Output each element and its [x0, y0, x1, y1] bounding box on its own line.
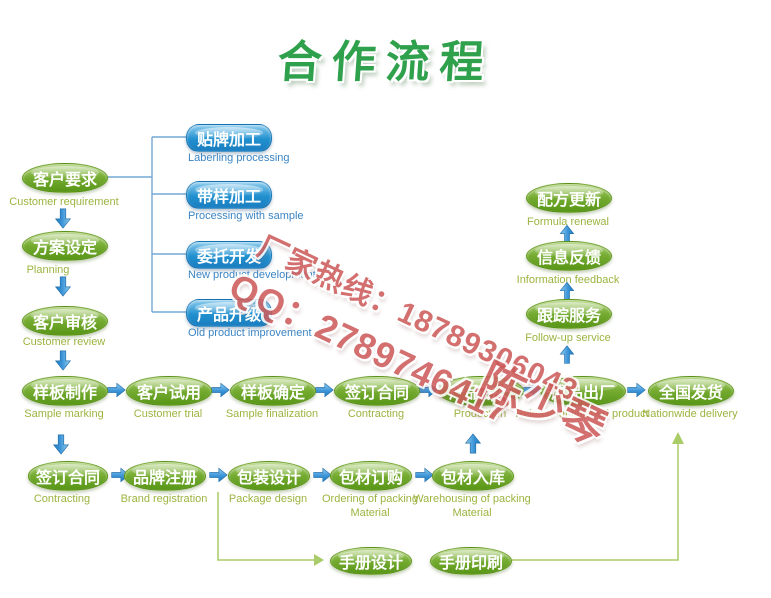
label-customer-review: Customer review — [22, 336, 106, 348]
node-customer-requirement: 客户要求 — [22, 163, 108, 193]
label-finished-product-release: Release of finished product — [515, 408, 649, 420]
arrow-right-icon — [627, 382, 646, 398]
label-customer-requirement: Customer requirement — [9, 196, 119, 208]
node-information-feedback: 信息反馈 — [526, 241, 612, 271]
label-formula-renewal: Formula renewal — [527, 216, 609, 228]
label-sample-finalization: Sample finalization — [225, 408, 319, 420]
label-sample-making: Sample marking — [24, 408, 104, 420]
node-text: 品牌注册 — [132, 470, 197, 487]
arrow-down-icon — [52, 434, 70, 455]
arrow-right-icon — [209, 467, 228, 483]
label-packing-material-ordering-line2: Material — [350, 507, 390, 519]
node-text: 手册设计 — [338, 555, 403, 572]
node-text: 成品出厂 — [550, 385, 615, 402]
label-nationwide-delivery: Nationwide delivery — [642, 408, 738, 420]
arrow-right-icon — [419, 382, 438, 398]
arrow-down-icon — [54, 276, 72, 297]
node-text: 带样加工 — [196, 189, 261, 206]
label-entrusted-development: New product development — [188, 269, 316, 281]
arrow-up-icon — [464, 433, 482, 454]
node-text: 样板确定 — [240, 385, 305, 402]
page-title: 合作流程 — [275, 38, 496, 87]
arrow-down-icon — [54, 208, 72, 229]
label-information-feedback: Information feedback — [516, 274, 620, 286]
node-packing-material-ordering: 包材订购 — [330, 461, 412, 491]
label-planning: Planning — [26, 264, 70, 276]
node-text: 包材入库 — [440, 470, 505, 487]
node-text: 签订合同 — [344, 385, 409, 402]
label-packing-material-warehousing-line2: Material — [452, 507, 492, 519]
label-production: Production — [453, 408, 507, 420]
node-text: 样板制作 — [32, 385, 97, 402]
label-packing-contracting: Contracting — [33, 493, 91, 505]
arrow-right-icon — [523, 382, 542, 398]
label-follow-up-service: Follow-up service — [525, 332, 611, 344]
arrow-right-icon — [107, 382, 126, 398]
node-text: 客户审核 — [32, 315, 97, 332]
arrow-right-icon — [211, 382, 230, 398]
node-entrusted-development: 委托开发 — [186, 241, 272, 269]
node-text: 全国发货 — [658, 385, 723, 402]
node-contracting: 签订合同 — [334, 376, 420, 406]
node-package-design: 包装设计 — [228, 461, 310, 491]
node-text: 客户试用 — [136, 385, 201, 402]
node-text: 配方更新 — [536, 192, 601, 209]
node-text: 包材订购 — [338, 470, 403, 487]
node-production: 产品生产 — [438, 376, 524, 406]
node-customer-trial: 客户试用 — [126, 376, 212, 406]
label-contracting: Contracting — [347, 408, 405, 420]
arrow-right-icon — [313, 467, 332, 483]
node-product-upgrade: 产品升级 — [186, 299, 272, 327]
node-text: 贴牌加工 — [196, 132, 261, 149]
arrow-right-icon — [415, 467, 434, 483]
arrow-up-icon — [559, 281, 575, 301]
node-text: 信息反馈 — [536, 250, 601, 267]
node-sample-making: 样板制作 — [22, 376, 108, 406]
label-package-design: Package design — [228, 493, 308, 505]
label-product-upgrade: Old product improvement — [188, 327, 312, 339]
node-text: 签订合同 — [35, 470, 100, 487]
node-text: 产品生产 — [448, 385, 513, 402]
arrow-right-icon — [315, 382, 334, 398]
node-formula-renewal: 配方更新 — [526, 183, 612, 213]
node-customer-review: 客户审核 — [22, 306, 108, 336]
node-brand-registration: 品牌注册 — [124, 461, 206, 491]
node-packing-material-warehousing: 包材入库 — [432, 461, 514, 491]
label-oem-processing: Laberling processing — [188, 152, 290, 164]
node-text: 方案设定 — [32, 240, 97, 257]
node-text: 跟踪服务 — [536, 308, 601, 325]
label-packing-material-ordering: Ordering of packing — [322, 493, 418, 505]
node-oem-processing: 贴牌加工 — [186, 124, 272, 152]
node-text: 客户要求 — [32, 172, 97, 189]
node-manual-design: 手册设计 — [330, 547, 412, 575]
label-brand-registration: Brand registration — [120, 493, 208, 505]
label-sample-processing: Processing with sample — [188, 210, 304, 222]
node-planning: 方案设定 — [22, 231, 108, 261]
node-text: 包装设计 — [236, 470, 301, 487]
node-finished-product-release: 成品出厂 — [540, 376, 626, 406]
node-nationwide-delivery: 全国发货 — [648, 376, 734, 406]
arrow-down-icon — [54, 350, 72, 371]
label-packing-material-warehousing: Warehousing of packing — [413, 493, 531, 505]
node-text: 委托开发 — [196, 249, 261, 266]
node-text: 手册印刷 — [438, 555, 503, 572]
node-sample-processing: 带样加工 — [186, 181, 272, 209]
node-text: 产品升级 — [196, 307, 261, 324]
label-customer-trial: Customer trial — [133, 408, 203, 420]
arrow-up-icon — [559, 345, 575, 364]
node-follow-up-service: 跟踪服务 — [526, 299, 612, 329]
node-sample-finalization: 样板确定 — [230, 376, 316, 406]
node-manual-printing: 手册印刷 — [430, 547, 512, 575]
node-packing-contracting: 签订合同 — [28, 461, 108, 491]
